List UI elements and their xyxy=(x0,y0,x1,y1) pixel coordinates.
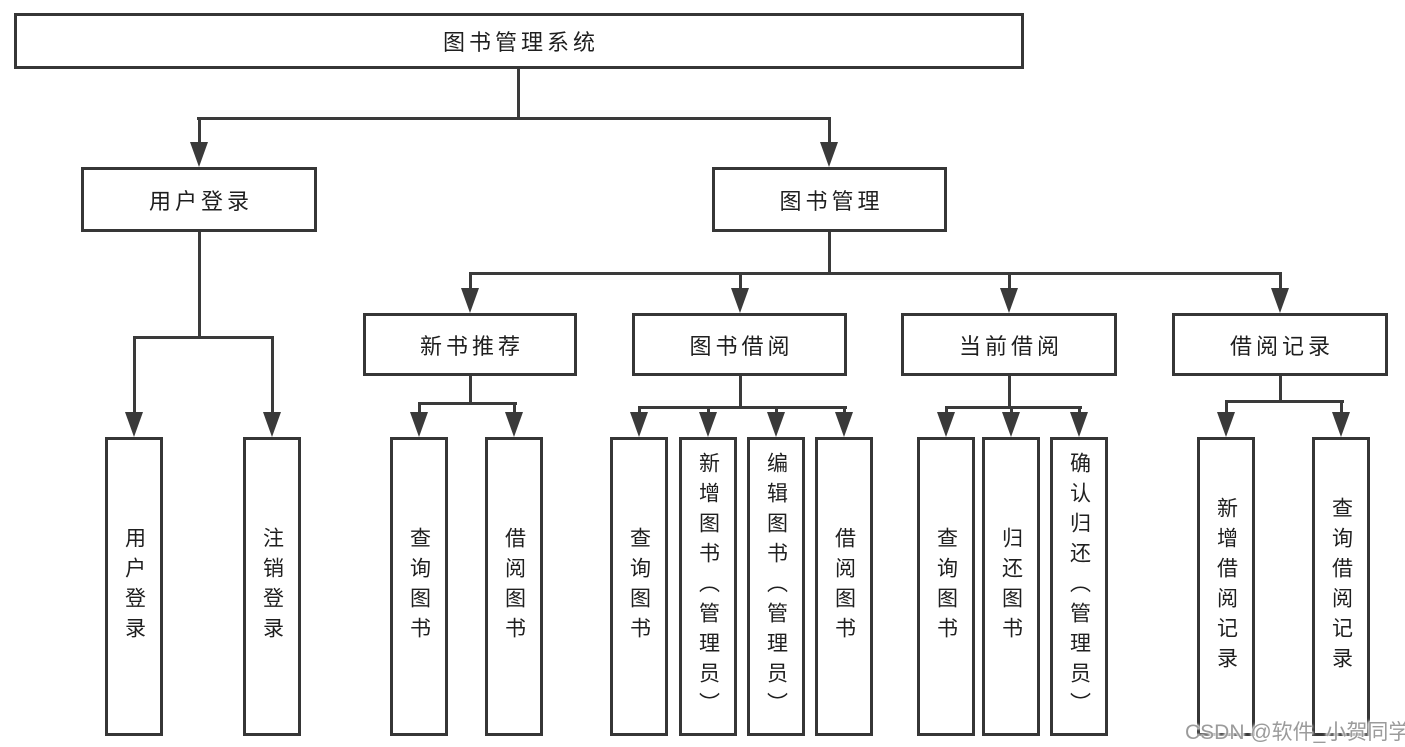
connector-line xyxy=(517,69,520,119)
arrow-down-icon xyxy=(731,288,749,313)
connector-line xyxy=(739,376,742,409)
node-label: 查询借阅记录 xyxy=(1329,496,1353,677)
connector-line xyxy=(1078,406,1081,414)
connector-line xyxy=(638,406,847,409)
connector-line xyxy=(775,406,778,414)
arrow-down-icon xyxy=(835,412,853,437)
node-book-borrowing: 图书借阅 xyxy=(632,313,847,376)
leaf-confirm-return-admin: 确认归还（管理员） xyxy=(1050,437,1108,736)
connector-line xyxy=(271,336,274,414)
leaf-borrow-books-recommend: 借阅图书 xyxy=(485,437,543,736)
arrow-down-icon xyxy=(937,412,955,437)
connector-line xyxy=(828,117,831,144)
connector-line xyxy=(469,272,472,290)
leaf-user-login: 用户登录 xyxy=(105,437,163,736)
connector-line xyxy=(945,406,1082,409)
arrow-down-icon xyxy=(505,412,523,437)
connector-line xyxy=(1279,376,1282,403)
connector-line xyxy=(513,402,516,414)
connector-line xyxy=(1279,272,1282,290)
arrow-down-icon xyxy=(630,412,648,437)
node-book-management: 图书管理 xyxy=(712,167,947,232)
node-label: 图书管理 xyxy=(779,188,884,214)
leaf-add-book-admin: 新增图书（管理员） xyxy=(679,437,737,736)
node-label: 查询图书 xyxy=(407,526,431,647)
csdn-watermark: CSDN @软件_小贺同学 xyxy=(1185,721,1405,744)
node-label: 图书管理系统 xyxy=(442,30,599,55)
arrow-down-icon xyxy=(1070,412,1088,437)
connector-line xyxy=(469,376,472,405)
connector-line xyxy=(739,272,742,290)
leaf-edit-book-admin: 编辑图书（管理员） xyxy=(747,437,805,736)
connector-line xyxy=(828,232,831,275)
node-library-management-system: 图书管理系统 xyxy=(14,13,1024,69)
node-label: 查询图书 xyxy=(934,526,958,647)
leaf-query-borrow-record: 查询借阅记录 xyxy=(1312,437,1370,736)
arrow-down-icon xyxy=(767,412,785,437)
node-label: 借阅图书 xyxy=(832,526,856,647)
arrow-down-icon xyxy=(1271,288,1289,313)
arrow-down-icon xyxy=(263,412,281,437)
leaf-query-books-current: 查询图书 xyxy=(917,437,975,736)
arrow-down-icon xyxy=(410,412,428,437)
connector-line xyxy=(133,336,274,339)
arrow-down-icon xyxy=(820,142,838,167)
connector-line xyxy=(1340,400,1343,414)
arrow-down-icon xyxy=(1002,412,1020,437)
node-new-book-recommend: 新书推荐 xyxy=(363,313,577,376)
leaf-query-books-borrowing: 查询图书 xyxy=(610,437,668,736)
leaf-borrow-books-borrowing: 借阅图书 xyxy=(815,437,873,736)
arrow-down-icon xyxy=(1217,412,1235,437)
connector-line xyxy=(1008,376,1011,409)
node-label: 用户登录 xyxy=(122,526,146,647)
connector-line xyxy=(638,406,641,414)
node-label: 新书推荐 xyxy=(419,333,524,359)
leaf-add-borrow-record: 新增借阅记录 xyxy=(1197,437,1255,736)
node-label: 新增借阅记录 xyxy=(1214,496,1238,677)
arrow-down-icon xyxy=(461,288,479,313)
node-label: 新增图书（管理员） xyxy=(696,451,720,722)
arrow-down-icon xyxy=(190,142,208,167)
connector-line xyxy=(469,272,1282,275)
connector-line xyxy=(843,406,846,414)
arrow-down-icon xyxy=(1332,412,1350,437)
connector-line xyxy=(707,406,710,414)
node-label: 借阅图书 xyxy=(502,526,526,647)
leaf-query-books-recommend: 查询图书 xyxy=(390,437,448,736)
connector-line xyxy=(1225,400,1344,403)
node-label: 归还图书 xyxy=(999,526,1023,647)
connector-line xyxy=(133,336,136,414)
arrow-down-icon xyxy=(699,412,717,437)
leaf-return-books: 归还图书 xyxy=(982,437,1040,736)
node-current-borrowing: 当前借阅 xyxy=(901,313,1117,376)
arrow-down-icon xyxy=(1000,288,1018,313)
arrow-down-icon xyxy=(125,412,143,437)
node-user-login: 用户登录 xyxy=(81,167,317,232)
connector-line xyxy=(418,402,421,414)
node-label: 图书借阅 xyxy=(689,333,794,359)
node-label: 注销登录 xyxy=(260,526,284,647)
connector-line xyxy=(945,406,948,414)
connector-line xyxy=(1225,400,1228,414)
node-label: 编辑图书（管理员） xyxy=(764,451,788,722)
connector-line xyxy=(198,232,201,338)
connector-line xyxy=(197,117,831,120)
connector-line xyxy=(198,117,201,144)
node-label: 用户登录 xyxy=(148,188,253,214)
node-label: 查询图书 xyxy=(627,526,651,647)
connector-line xyxy=(418,402,517,405)
node-label: 确认归还（管理员） xyxy=(1067,451,1091,722)
node-label: 借阅记录 xyxy=(1229,333,1334,359)
node-borrowing-records: 借阅记录 xyxy=(1172,313,1388,376)
connector-line xyxy=(1010,406,1013,414)
leaf-logout: 注销登录 xyxy=(243,437,301,736)
connector-line xyxy=(1008,272,1011,290)
node-label: 当前借阅 xyxy=(958,333,1063,359)
